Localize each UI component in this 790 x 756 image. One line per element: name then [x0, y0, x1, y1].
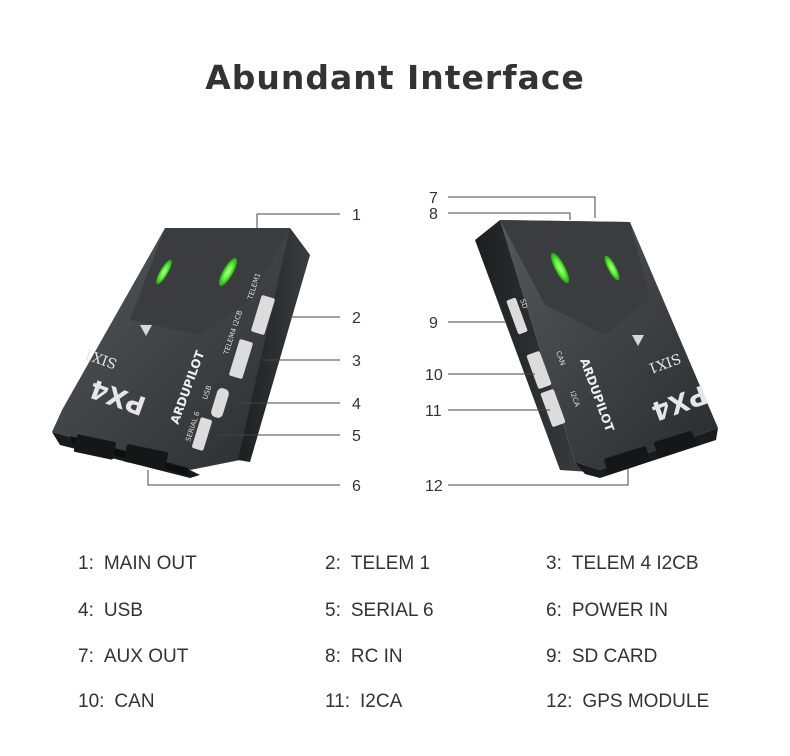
- callout-9: 9: [429, 315, 438, 332]
- callout-6: 6: [352, 478, 361, 495]
- callout-lines-left: [147, 213, 340, 486]
- callout-8: 8: [429, 206, 438, 223]
- flight-controller-left: SIX1 PX4 ARDUPILOT TELEM1 TELEM4 I2CB US…: [52, 228, 310, 478]
- callout-5: 5: [352, 428, 361, 445]
- callout-12: 12: [425, 478, 443, 495]
- callout-3: 3: [352, 353, 361, 370]
- callout-11: 11: [425, 403, 442, 420]
- callout-1: 1: [352, 207, 361, 224]
- callout-7: 7: [429, 190, 438, 207]
- callout-2: 2: [352, 310, 361, 327]
- callout-lines-right: [448, 196, 629, 486]
- callout-10: 10: [425, 367, 443, 384]
- callout-4: 4: [352, 396, 361, 413]
- page-title: Abundant Interface: [205, 58, 585, 97]
- flight-controller-right: SIX1 PX4 ARDUPILOT SD CAN I2CA: [475, 220, 718, 478]
- port-label: SD: [518, 298, 529, 310]
